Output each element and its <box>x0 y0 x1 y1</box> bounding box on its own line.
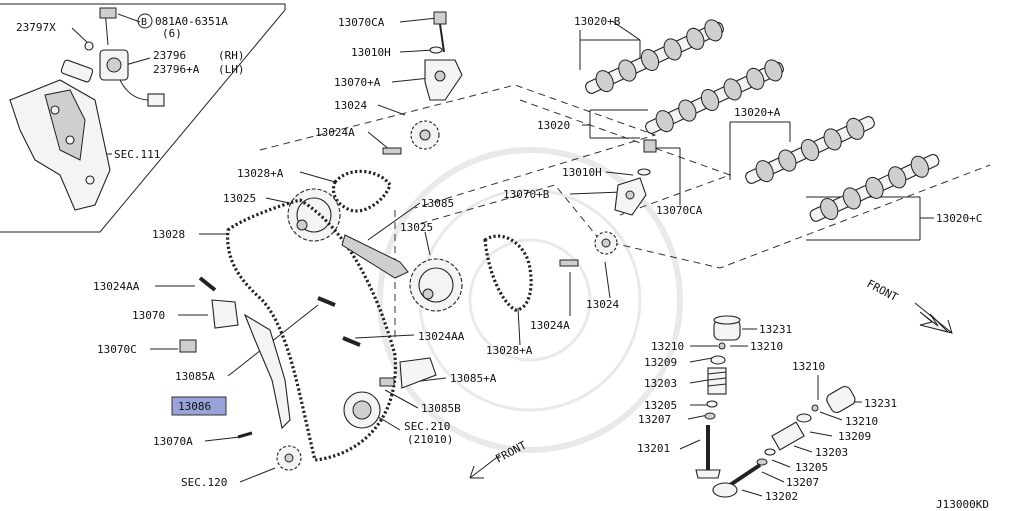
front-arrow-right <box>914 302 953 334</box>
label-13203-right: 13203 <box>815 446 848 459</box>
valve-stack-right <box>712 385 856 498</box>
label-13209-left: 13209 <box>644 356 677 369</box>
label-13070a: 13070+A <box>334 76 381 89</box>
label-13205-right: 13205 <box>795 461 828 474</box>
label-13207-left: 13207 <box>638 413 671 426</box>
label-13024aa-left: 13024AA <box>93 280 140 293</box>
label-13025-left: 13025 <box>223 192 256 205</box>
label-13207-right: 13207 <box>786 476 819 489</box>
label-13024: 13024 <box>334 99 367 112</box>
label-sec120: SEC.120 <box>181 476 227 489</box>
inset-frame <box>0 3 286 233</box>
tensioner-top <box>424 11 463 101</box>
label-front-right: FRONT <box>865 277 901 304</box>
label-13070b: 13070+B <box>503 188 550 201</box>
label-13210-right: 13210 <box>845 415 878 428</box>
label-13203-left: 13203 <box>644 377 677 390</box>
label-23797x: 23797X <box>16 21 56 34</box>
label-23796a-lh: (LH) <box>218 63 245 76</box>
label-13231-top: 13231 <box>759 323 792 336</box>
label-13070: 13070 <box>132 309 165 322</box>
label-sec210: SEC.210 <box>404 420 450 433</box>
label-13202: 13202 <box>765 490 798 503</box>
label-13020c: 13020+C <box>936 212 982 225</box>
label-13028: 13028 <box>152 228 185 241</box>
label-13210-right-top: 13210 <box>792 360 825 373</box>
label-13025-mid: 13025 <box>400 221 433 234</box>
label-081a0: 081A0-6351A <box>155 15 228 28</box>
label-13024a-top: 13024A <box>315 126 355 139</box>
label-13070ca-mid: 13070CA <box>656 204 703 217</box>
label-13070a-bottom: 13070A <box>153 435 193 448</box>
label-13028a-mid: 13028+A <box>486 344 533 357</box>
label-13210-a: 13210 <box>651 340 684 353</box>
valve-stack-left <box>695 315 741 479</box>
label-sec111: SEC.111 <box>114 148 160 161</box>
label-13205-left: 13205 <box>644 399 677 412</box>
label-13085b: 13085B <box>421 402 461 415</box>
highlight-13086 <box>171 396 227 416</box>
label-13020a: 13020+A <box>734 106 781 119</box>
label-081a0-qty: (6) <box>162 27 182 40</box>
label-13231-right: 13231 <box>864 397 897 410</box>
inset-parts <box>9 7 165 211</box>
camshafts <box>585 19 940 222</box>
label-front-left: FRONT <box>493 438 529 465</box>
label-13020: 13020 <box>537 119 570 132</box>
tensioner-mid <box>614 139 657 216</box>
label-13085-plus-a: 13085+A <box>450 372 497 385</box>
label-sec210-sub: (21010) <box>407 433 453 446</box>
label-13024-mid: 13024 <box>586 298 619 311</box>
label-13210-b: 13210 <box>750 340 783 353</box>
label-13201: 13201 <box>637 442 670 455</box>
label-13070c: 13070C <box>97 343 137 356</box>
label-13024a-mid: 13024A <box>530 319 570 332</box>
label-23796a: 23796+A <box>153 63 200 76</box>
label-circle-b: B <box>141 17 147 28</box>
chain-guides <box>179 234 437 439</box>
label-13020b: 13020+B <box>574 15 621 28</box>
label-13070ca-top: 13070CA <box>338 16 385 29</box>
circle-b-icon <box>137 13 153 29</box>
label-13010h-top: 13010H <box>351 46 391 59</box>
label-13024aa-mid: 13024AA <box>418 330 465 343</box>
front-arrow-left <box>469 454 501 479</box>
leader-lines <box>71 13 934 497</box>
label-13010h-mid: 13010H <box>562 166 602 179</box>
label-13209-right: 13209 <box>838 430 871 443</box>
label-23796-rh: (RH) <box>218 49 245 62</box>
label-13028a-top: 13028+A <box>237 167 284 180</box>
label-13085: 13085 <box>421 197 454 210</box>
timing-chains <box>226 169 533 462</box>
diagram-ref: J13000KD <box>936 498 989 511</box>
label-13086: 13086 <box>178 400 211 413</box>
label-13085a: 13085A <box>175 370 215 383</box>
sprockets <box>276 120 618 471</box>
label-23796: 23796 <box>153 49 186 62</box>
